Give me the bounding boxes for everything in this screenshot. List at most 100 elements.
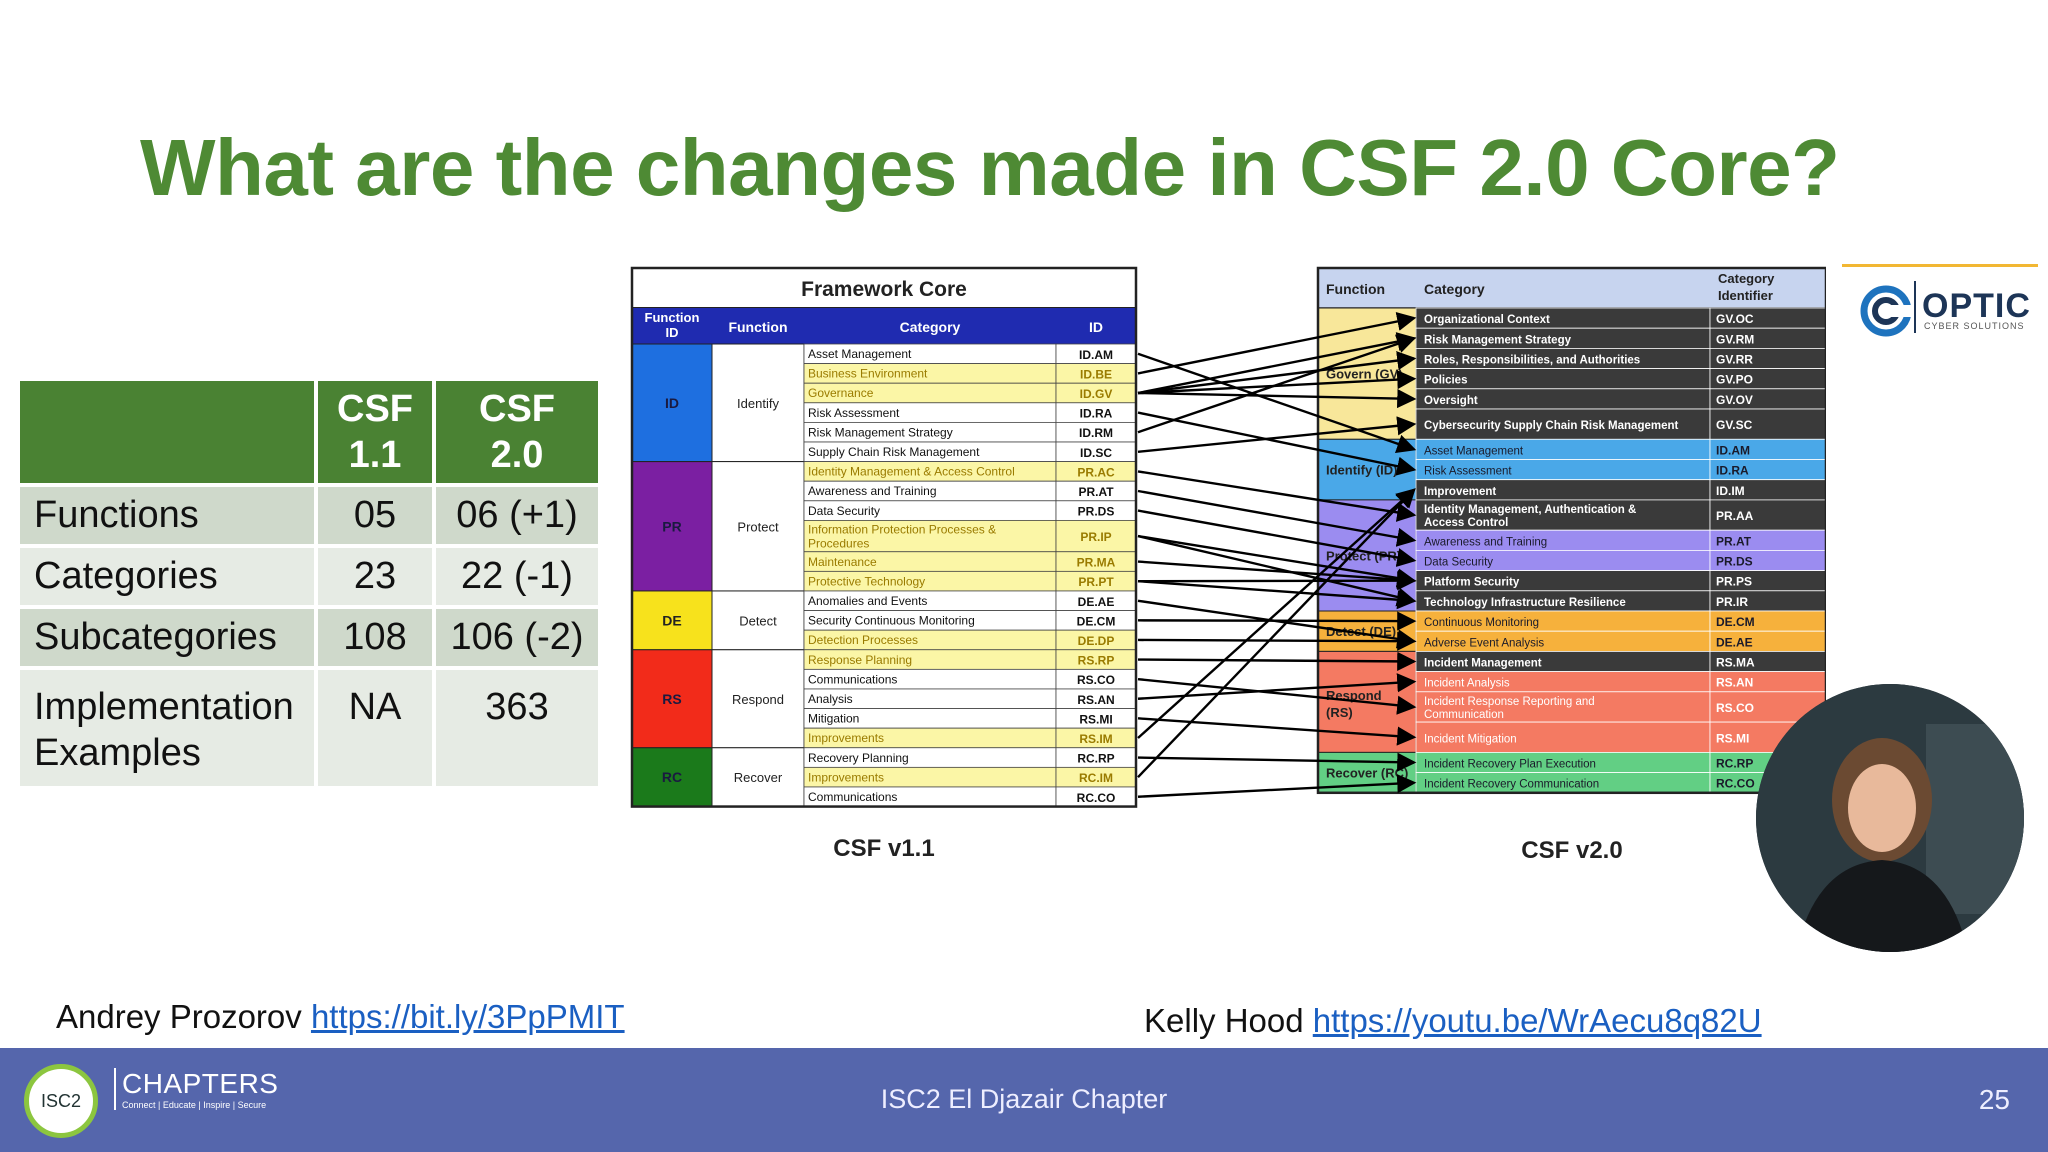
mapping-arrow — [1137, 717, 1417, 746]
citation-author: Andrey Prozorov — [56, 998, 302, 1035]
v11-category-name: Mitigation — [808, 712, 859, 726]
v11-category-id: PR.MA — [1077, 556, 1116, 570]
v11-category-name: Governance — [808, 386, 874, 400]
v20-category-id: GV.RR — [1716, 353, 1753, 367]
v11-function-name: Detect — [739, 613, 777, 628]
row-value-csf11: 108 — [318, 609, 432, 666]
logo-name: OPTIC — [1922, 287, 2031, 325]
v20-category-name: Technology Infrastructure Resilience — [1424, 597, 1626, 609]
v20-category-name: Policies — [1424, 375, 1467, 387]
speaker-avatar-icon — [1756, 684, 2024, 952]
v20-category-name: Organizational Context — [1424, 314, 1550, 326]
v11-category-id: DE.CM — [1077, 614, 1116, 628]
row-value-csf20: 363 — [436, 670, 598, 786]
slide-page-number: 25 — [1978, 1084, 2010, 1115]
v11-category-id: RS.CO — [1077, 673, 1115, 687]
table-header-csf20: CSF 2.0 — [436, 381, 598, 483]
v11-caption: CSF v1.1 — [833, 835, 934, 862]
chapters-tagline: Connect | Educate | Inspire | Secure — [122, 1100, 267, 1110]
citation-author: Kelly Hood — [1144, 1002, 1304, 1039]
table-row: Functions 05 06 (+1) — [20, 487, 598, 544]
v20-function-name: Govern (GV) — [1326, 367, 1403, 382]
v11-category-name: Anomalies and Events — [808, 594, 927, 608]
optic-logo-icon — [1860, 285, 1912, 337]
v20-category-name: Risk Assessment — [1424, 466, 1512, 478]
table-header-empty — [20, 381, 314, 483]
v11-category-id: PR.AT — [1078, 485, 1114, 499]
v20-category-id: PR.AA — [1716, 509, 1754, 523]
mapping-arrow — [1137, 470, 1417, 522]
citation-link-left[interactable]: https://bit.ly/3PpPMIT — [310, 998, 625, 1035]
v11-category-name: Analysis — [808, 692, 853, 706]
v20-category-cell — [1415, 499, 1711, 531]
v11-category-id: ID.SC — [1080, 446, 1112, 460]
v20-category-name: Awareness and Training — [1424, 536, 1547, 548]
v11-category-id: RS.MI — [1079, 712, 1112, 726]
mapping-arrow — [1137, 773, 1417, 798]
row-label: Functions — [20, 487, 314, 544]
v20-caption: CSF v2.0 — [1521, 837, 1622, 864]
v20-category-name: Asset Management — [1424, 445, 1524, 457]
v11-outer-border — [630, 266, 1138, 808]
v20-category-id: ID.IM — [1716, 484, 1745, 498]
v20-category-name: Adverse Event Analysis — [1424, 637, 1544, 649]
v11-function-name: Recover — [734, 770, 783, 785]
mapping-arrow — [1137, 351, 1417, 395]
row-value-csf20: 106 (-2) — [436, 609, 598, 666]
v20-category-id: RS.MI — [1716, 731, 1749, 745]
row-value-csf20: 22 (-1) — [436, 548, 598, 605]
v20-category-name: Improvement — [1424, 486, 1496, 498]
v11-header-id: ID — [1089, 319, 1103, 335]
csf-comparison-table: CSF 1.1 CSF 2.0 Functions 05 06 (+1) Cat… — [16, 377, 602, 790]
mapping-arrow — [1137, 752, 1417, 772]
v11-category-name: Data Security — [808, 504, 880, 518]
chapters-brand: CHAPTERS Connect | Educate | Inspire | S… — [114, 1068, 278, 1110]
v11-function-name: Protect — [737, 519, 779, 534]
v11-category-id: PR.PT — [1078, 575, 1114, 589]
footer-chapter-name: ISC2 El Djazair Chapter — [880, 1084, 1168, 1114]
v11-category-name: Risk Management Strategy — [808, 425, 953, 439]
mapping-arrow — [1137, 334, 1417, 434]
row-label-line: Examples — [34, 732, 201, 774]
v11-category-name: Information Protection Processes & — [808, 522, 996, 536]
v20-category-name: Data Security — [1424, 557, 1493, 569]
mapping-arrow — [1137, 509, 1417, 567]
v20-category-id: RS.CO — [1716, 701, 1754, 715]
v20-category-id: ID.RA — [1716, 464, 1749, 478]
v20-category-id: GV.RM — [1716, 332, 1754, 346]
v11-category-id: PR.IP — [1080, 530, 1111, 544]
v11-category-name: Procedures — [808, 536, 869, 550]
v11-function-id-cell — [631, 590, 713, 651]
mapping-arrow — [1137, 411, 1417, 476]
row-value-csf11: 05 — [318, 487, 432, 544]
v20-category-id: PR.AT — [1716, 534, 1752, 548]
header-line: CSF — [479, 388, 555, 430]
citation-link-right[interactable]: https://youtu.be/WrAecu8q82U — [1312, 1002, 1762, 1039]
v20-category-id: PR.PS — [1716, 575, 1752, 589]
v20-category-name: Communication — [1424, 709, 1504, 721]
row-value-csf11: 23 — [318, 548, 432, 605]
v11-category-id: RC.RP — [1077, 752, 1114, 766]
v11-header-fnid: ID — [666, 325, 679, 340]
slide-footer: ISC2 CHAPTERS Connect | Educate | Inspir… — [0, 1048, 2048, 1152]
v11-header-category: Category — [900, 319, 961, 335]
v20-category-id: GV.OV — [1716, 393, 1753, 407]
v11-function-cell — [711, 343, 805, 463]
v11-category-id: RS.IM — [1079, 732, 1112, 746]
mapping-arrow — [1137, 611, 1417, 631]
v11-category-name: Maintenance — [808, 555, 877, 569]
v20-function-name: (RS) — [1326, 705, 1353, 720]
v20-header-bar — [1317, 267, 1827, 309]
speaker-video-thumbnail — [1756, 684, 2024, 952]
v11-category-id: ID.RM — [1079, 426, 1113, 440]
citation-right: Kelly Hood https://youtu.be/WrAecu8q82U — [1144, 1002, 1762, 1040]
v11-category-id: ID.RA — [1080, 407, 1113, 421]
v11-category-id: PR.DS — [1078, 505, 1115, 519]
v20-category-cell — [1415, 408, 1711, 440]
v20-category-name: Incident Recovery Plan Execution — [1424, 759, 1596, 771]
v20-category-id: ID.AM — [1716, 443, 1750, 457]
v20-header-function: Function — [1326, 281, 1385, 297]
v11-header-function: Function — [728, 319, 787, 335]
v11-category-id: PR.AC — [1077, 465, 1115, 479]
